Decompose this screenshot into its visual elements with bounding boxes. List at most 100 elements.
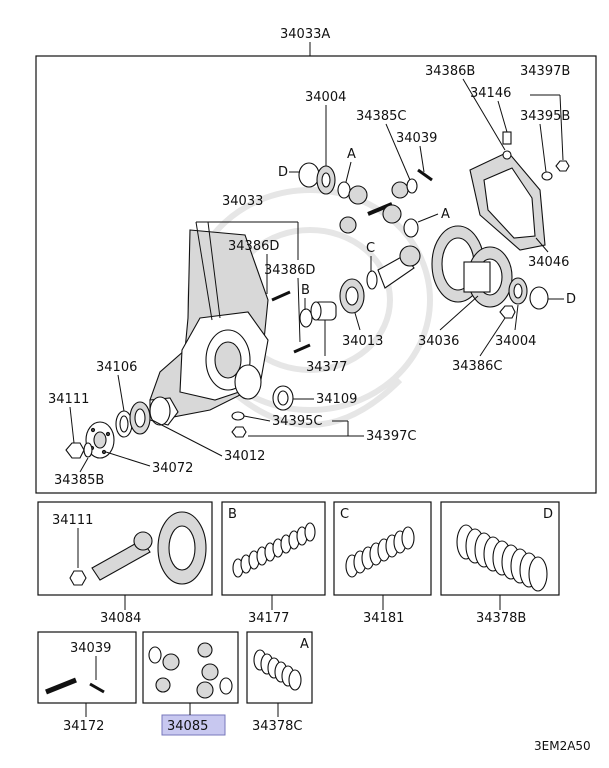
main-assembly-frame	[35, 55, 597, 494]
bearing-34072[interactable]	[129, 401, 151, 435]
kit-box-34172[interactable]: 34039	[37, 631, 137, 704]
side-gear-right[interactable]	[382, 204, 402, 224]
kit-34172-pin	[89, 682, 105, 694]
shim-D-left[interactable]	[298, 162, 320, 188]
washer-A-left[interactable]	[337, 181, 351, 199]
label-34386D-b[interactable]: 34386D	[264, 263, 315, 278]
kit-34084-pinion-head	[133, 531, 153, 551]
letter-A-left: A	[347, 147, 356, 162]
kit-34084-code[interactable]: 34084	[100, 611, 141, 626]
label-34386B[interactable]: 34386B	[425, 64, 475, 79]
label-34109[interactable]: 34109	[316, 392, 357, 407]
bearing-C[interactable]	[366, 270, 378, 290]
label-34397C[interactable]: 34397C	[366, 429, 416, 444]
differential-case-34036[interactable]	[463, 246, 513, 308]
kit-box-34378B[interactable]: D	[440, 501, 560, 596]
label-34397B[interactable]: 34397B	[520, 64, 570, 79]
pinion-nut[interactable]	[65, 442, 85, 459]
kit-34172-sub-label[interactable]: 34039	[70, 641, 111, 656]
leader-34385C	[385, 123, 411, 181]
pinion-bearing-34013[interactable]	[339, 278, 365, 314]
label-34012[interactable]: 34012	[224, 449, 265, 464]
kit-box-34085[interactable]	[142, 631, 239, 704]
leader-34395C	[243, 415, 271, 422]
kit-34085-highlight	[161, 714, 226, 736]
washer-34385C[interactable]	[406, 178, 418, 194]
label-34377[interactable]: 34377	[306, 360, 347, 375]
kit-34172-code[interactable]: 34172	[63, 719, 104, 734]
stud-34386D-b[interactable]	[293, 343, 311, 354]
label-34004-top[interactable]: 34004	[305, 90, 346, 105]
label-34033A[interactable]: 34033A	[280, 27, 330, 42]
label-34386D-a[interactable]: 34386D	[228, 239, 279, 254]
leader-34033-v2	[207, 221, 221, 319]
leader-34046	[535, 237, 549, 253]
kit-34378C-code[interactable]: 34378C	[252, 719, 302, 734]
leader-34039-top	[419, 145, 425, 173]
shim-D-right[interactable]	[529, 286, 549, 310]
washer-34395C[interactable]	[231, 411, 245, 421]
kit-34085-gears	[148, 642, 233, 699]
label-34111-main[interactable]: 34111	[48, 392, 89, 407]
label-34046[interactable]: 34046	[528, 255, 569, 270]
label-34395B[interactable]: 34395B	[520, 109, 570, 124]
stud-34386D-a[interactable]	[271, 290, 291, 302]
kit-box-34177[interactable]: B	[221, 501, 326, 596]
leader-34036	[439, 295, 479, 331]
drive-pinion[interactable]	[377, 245, 421, 289]
lock-washer-34385B[interactable]	[83, 442, 93, 458]
letter-D-left: D	[278, 165, 288, 180]
breather-34146[interactable]	[502, 131, 512, 145]
kit-34378B-letter: D	[543, 507, 553, 522]
bearing-B[interactable]	[299, 308, 313, 328]
kit-box-34084[interactable]: 34111	[37, 501, 213, 596]
nut-34397C[interactable]	[231, 426, 247, 438]
leader-34013	[354, 312, 361, 331]
kit-box-34378C[interactable]: A	[246, 631, 313, 704]
pin-34039[interactable]	[417, 168, 433, 182]
leader-34004-bottom	[514, 304, 519, 331]
footer-code: 3EM2A50	[534, 739, 591, 753]
label-34013[interactable]: 34013	[342, 334, 383, 349]
label-34386C[interactable]: 34386C	[452, 359, 502, 374]
label-34395C[interactable]: 34395C	[272, 414, 322, 429]
kit-34084-sub-label[interactable]: 34111	[52, 513, 93, 528]
label-34039-top[interactable]: 34039	[396, 131, 437, 146]
collapsible-spacer-34377[interactable]	[310, 301, 337, 321]
leader-34033-v1	[195, 221, 213, 321]
letter-C: C	[366, 241, 375, 256]
label-34146[interactable]: 34146	[470, 86, 511, 101]
label-34072[interactable]: 34072	[152, 461, 193, 476]
side-bearing-34004-left[interactable]	[316, 165, 336, 195]
label-34106[interactable]: 34106	[96, 360, 137, 375]
kit-box-34181[interactable]: C	[333, 501, 432, 596]
label-34385B[interactable]: 34385B	[54, 473, 104, 488]
side-gear-left[interactable]	[348, 185, 368, 205]
label-34033[interactable]: 34033	[222, 194, 263, 209]
label-34385C[interactable]: 34385C	[356, 109, 406, 124]
kit-34177-code[interactable]: 34177	[248, 611, 289, 626]
washer-34395B[interactable]	[541, 171, 553, 181]
washer-A-right[interactable]	[403, 218, 419, 238]
pinion-gear-b[interactable]	[391, 181, 409, 199]
plug-34386B[interactable]	[502, 150, 512, 160]
nut-34397B[interactable]	[555, 160, 570, 172]
kit-34085-code[interactable]: 34085	[167, 719, 208, 734]
kit-34378B-code[interactable]: 34378B	[476, 611, 526, 626]
bolt-34386C[interactable]	[499, 305, 516, 319]
kit-34177-spring	[232, 522, 316, 578]
label-34004-bottom[interactable]: 34004	[495, 334, 536, 349]
oil-seal-34106[interactable]	[115, 410, 133, 438]
side-bearing-34004-right[interactable]	[508, 277, 528, 305]
kit-34378B-spring	[456, 524, 548, 592]
companion-flange[interactable]	[85, 421, 115, 459]
differential-carrier-housing[interactable]	[149, 229, 269, 426]
rear-cover-34046[interactable]	[469, 151, 546, 251]
kit-34181-code[interactable]: 34181	[363, 611, 404, 626]
letter-A-right: A	[441, 207, 450, 222]
side-oil-seal-34109[interactable]	[272, 385, 294, 411]
letter-B: B	[301, 283, 310, 298]
pinion-gear-a[interactable]	[339, 216, 357, 234]
label-34036[interactable]: 34036	[418, 334, 459, 349]
leader-A-left	[345, 161, 352, 183]
